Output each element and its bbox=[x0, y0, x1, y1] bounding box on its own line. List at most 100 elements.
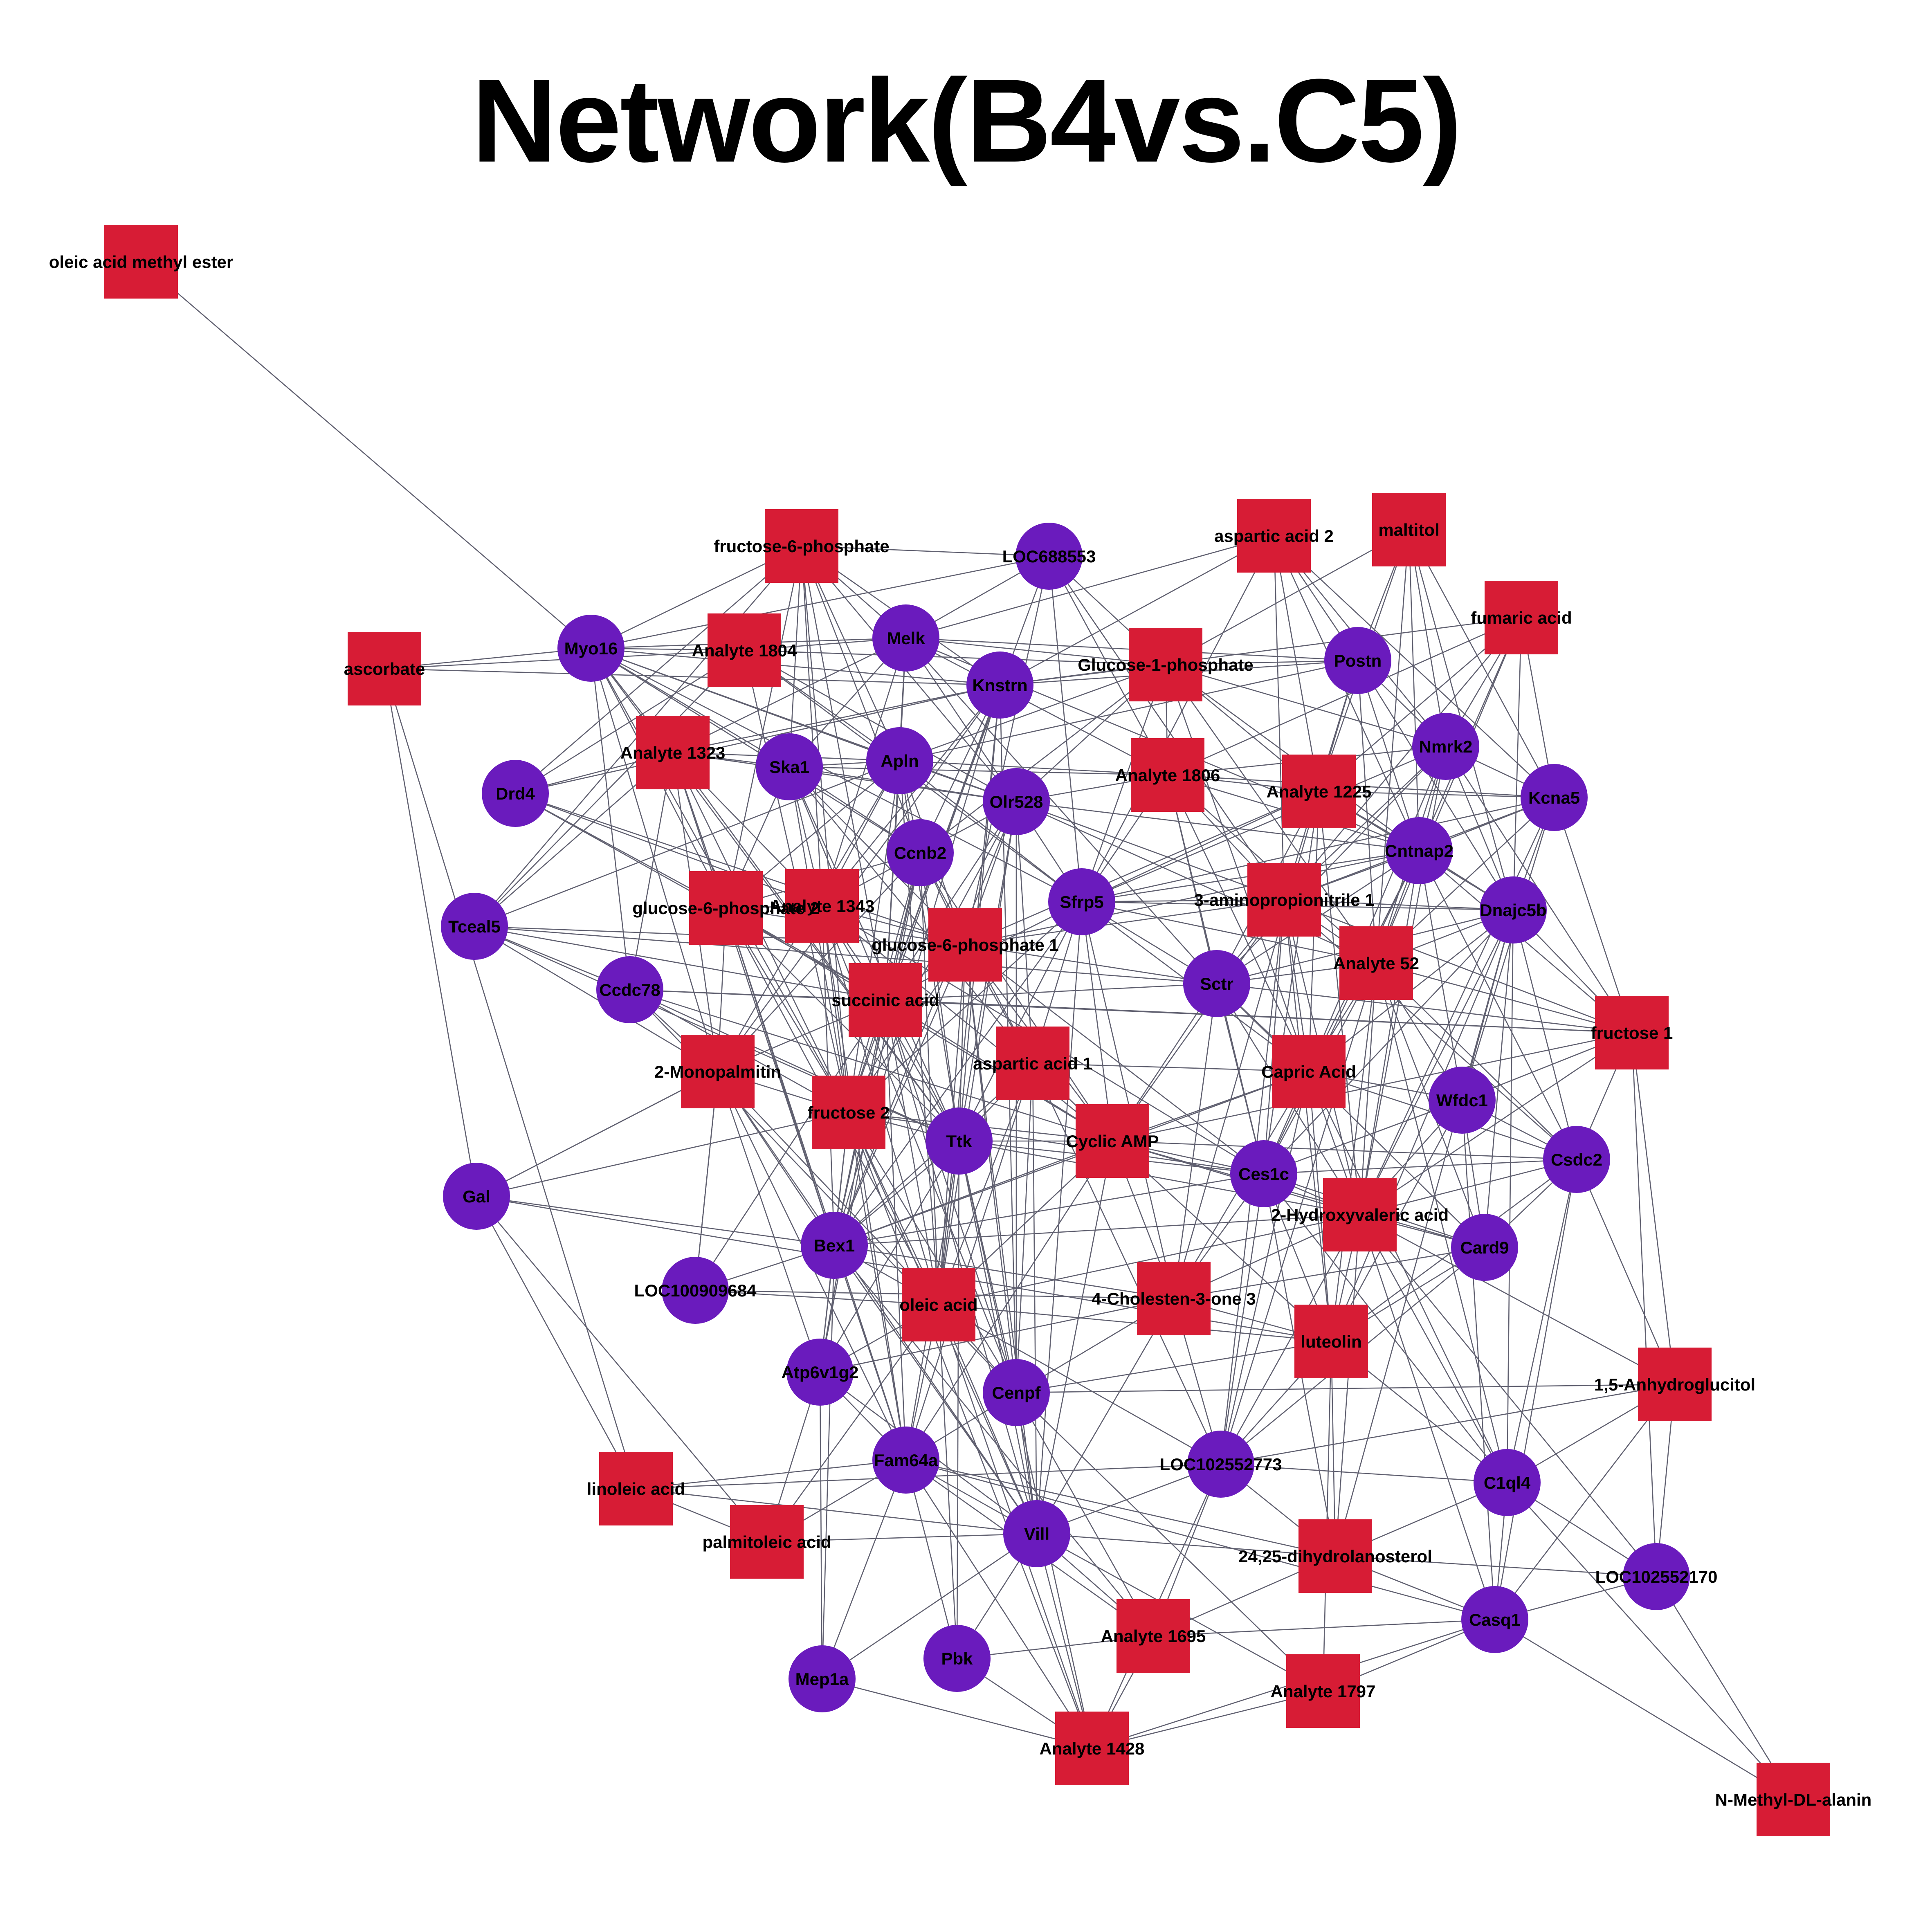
edge-cntnap2--2-hydroxyvaleric-acid bbox=[1359, 850, 1420, 1215]
node-analyte-1323[interactable] bbox=[636, 716, 710, 789]
node-fumaric-acid[interactable] bbox=[1485, 581, 1558, 654]
node-ces1c[interactable] bbox=[1230, 1140, 1297, 1207]
node-label-ascorbate: ascorbate bbox=[344, 659, 425, 678]
node-analyte-1695[interactable] bbox=[1117, 1599, 1190, 1673]
node-linoleic-acid[interactable] bbox=[599, 1452, 673, 1525]
node-wfdc1[interactable] bbox=[1429, 1067, 1496, 1134]
node-aspartic-acid-2[interactable] bbox=[1237, 499, 1311, 573]
node-fam64a[interactable] bbox=[872, 1427, 939, 1494]
node-csdc2[interactable] bbox=[1543, 1126, 1610, 1193]
edge-2-hydroxyvaleric-acid--1-5-anhydroglucitol bbox=[1359, 1214, 1675, 1385]
node-cenpf[interactable] bbox=[983, 1359, 1050, 1426]
node-gal[interactable] bbox=[443, 1163, 510, 1230]
node-ccdc78[interactable] bbox=[596, 956, 663, 1023]
node-loc102552773[interactable] bbox=[1187, 1431, 1254, 1498]
edge-fructose-6-phosphate--glucose-6-phosphate-2 bbox=[725, 546, 802, 908]
node-analyte-1804[interactable] bbox=[708, 613, 781, 687]
node-melk[interactable] bbox=[872, 604, 939, 672]
edge-capric-acid--c1ql4 bbox=[1308, 1071, 1508, 1483]
node-loc100909684[interactable] bbox=[662, 1257, 729, 1324]
node-analyte-52[interactable] bbox=[1339, 926, 1413, 1000]
edge-kcna5--sfrp5 bbox=[1081, 797, 1555, 903]
node-analyte-1428[interactable] bbox=[1055, 1712, 1129, 1785]
node-sctr[interactable] bbox=[1183, 950, 1250, 1017]
node-card9[interactable] bbox=[1451, 1214, 1518, 1281]
node-n-methyl-dl-alanin[interactable] bbox=[1757, 1763, 1830, 1836]
node-nmrk2[interactable] bbox=[1412, 713, 1479, 780]
node-loc102552170[interactable] bbox=[1623, 1543, 1690, 1610]
node-ska1[interactable] bbox=[756, 733, 823, 800]
edge-dnajc5b--24-25-dihydrolanosterol bbox=[1334, 910, 1514, 1557]
node-ccnb2[interactable] bbox=[887, 819, 954, 886]
node-atp6v1g2[interactable] bbox=[786, 1339, 854, 1406]
node-label-cntnap2: Cntnap2 bbox=[1385, 841, 1453, 860]
node-ascorbate[interactable] bbox=[348, 632, 421, 705]
node-maltitol[interactable] bbox=[1372, 493, 1446, 566]
node-analyte-1806[interactable] bbox=[1131, 738, 1204, 812]
node-luteolin[interactable] bbox=[1294, 1305, 1368, 1378]
node-postn[interactable] bbox=[1324, 627, 1391, 694]
node-drd4[interactable] bbox=[482, 760, 549, 827]
node-vill[interactable] bbox=[1003, 1500, 1070, 1567]
edge-glucose-1-phosphate--apln bbox=[899, 664, 1166, 762]
edge-kcna5--2-hydroxyvaleric-acid bbox=[1359, 797, 1555, 1215]
edge-aspartic-acid-2--analyte-1225 bbox=[1273, 535, 1320, 792]
edge-myo16--ccdc78 bbox=[590, 648, 631, 990]
node-fructose-6-phosphate[interactable] bbox=[765, 509, 838, 583]
node-oleic-acid-methyl-ester[interactable] bbox=[104, 225, 178, 299]
node-label-casq1: Casq1 bbox=[1469, 1610, 1521, 1629]
node-mep1a[interactable] bbox=[789, 1645, 856, 1712]
node-2-monopalmitin[interactable] bbox=[681, 1035, 755, 1108]
node-cntnap2[interactable] bbox=[1386, 817, 1453, 884]
node-fructose-2[interactable] bbox=[812, 1076, 885, 1149]
node-loc688553[interactable] bbox=[1015, 523, 1083, 590]
node-24-25-dihydrolanosterol[interactable] bbox=[1298, 1519, 1372, 1593]
node-3-aminopropionitrile-1[interactable] bbox=[1247, 863, 1321, 937]
node-capric-acid[interactable] bbox=[1272, 1035, 1346, 1108]
node-label-ttk: Ttk bbox=[946, 1132, 973, 1151]
node-2-hydroxyvaleric-acid[interactable] bbox=[1323, 1178, 1397, 1251]
edge-oleic-acid--palmitoleic-acid bbox=[766, 1304, 939, 1542]
edge-succinic-acid--oleic-acid bbox=[885, 1000, 939, 1305]
node-olr528[interactable] bbox=[983, 768, 1050, 835]
node-myo16[interactable] bbox=[557, 615, 625, 682]
node-knstrn[interactable] bbox=[966, 651, 1033, 719]
edge-oleic-acid--pbk bbox=[938, 1304, 958, 1659]
edge-ttk--atp6v1g2 bbox=[819, 1141, 960, 1373]
edge-glucose-6-phosphate-1--bex1 bbox=[833, 944, 966, 1246]
node-label-oleic-acid: oleic acid bbox=[899, 1295, 977, 1314]
node-label-fumaric-acid: fumaric acid bbox=[1471, 608, 1572, 627]
node-apln[interactable] bbox=[866, 727, 933, 794]
edge-3-aminopropionitrile-1--dnajc5b bbox=[1284, 899, 1514, 911]
node-ttk[interactable] bbox=[926, 1108, 993, 1175]
node-cyclic-amp[interactable] bbox=[1076, 1104, 1149, 1178]
node-c1ql4[interactable] bbox=[1474, 1449, 1541, 1516]
node-sfrp5[interactable] bbox=[1048, 868, 1115, 935]
node-glucose-6-phosphate-2[interactable] bbox=[689, 871, 763, 945]
node-kcna5[interactable] bbox=[1521, 764, 1588, 831]
edge-analyte-1323--ccdc78 bbox=[629, 752, 674, 990]
node-palmitoleic-acid[interactable] bbox=[730, 1505, 804, 1579]
node-aspartic-acid-1[interactable] bbox=[996, 1027, 1069, 1100]
node-analyte-1343[interactable] bbox=[785, 869, 859, 943]
edge-ces1c--bex1 bbox=[834, 1173, 1264, 1246]
node-analyte-1797[interactable] bbox=[1286, 1654, 1360, 1728]
edge-fructose-1--1-5-anhydroglucitol bbox=[1631, 1032, 1676, 1385]
edge-analyte-52--luteolin bbox=[1330, 963, 1377, 1342]
node-glucose-1-phosphate[interactable] bbox=[1129, 628, 1202, 701]
node-succinic-acid[interactable] bbox=[849, 963, 922, 1037]
node-oleic-acid[interactable] bbox=[902, 1268, 975, 1341]
node-analyte-1225[interactable] bbox=[1282, 755, 1356, 828]
node-fructose-1[interactable] bbox=[1595, 996, 1669, 1069]
node-bex1[interactable] bbox=[801, 1212, 868, 1279]
node-4-cholesten-3-one-3[interactable] bbox=[1137, 1262, 1211, 1335]
edge-oleic-acid--loc102552773 bbox=[938, 1304, 1221, 1465]
node-tceal5[interactable] bbox=[441, 893, 508, 960]
node-dnajc5b[interactable] bbox=[1480, 876, 1547, 944]
node-pbk[interactable] bbox=[923, 1625, 991, 1692]
node-label-n-methyl-dl-alanin: N-Methyl-DL-alanin bbox=[1715, 1790, 1872, 1809]
node-glucose-6-phosphate-1[interactable] bbox=[928, 908, 1002, 982]
node-casq1[interactable] bbox=[1461, 1586, 1528, 1653]
node-1-5-anhydroglucitol[interactable] bbox=[1638, 1348, 1712, 1421]
node-label-atp6v1g2: Atp6v1g2 bbox=[781, 1363, 858, 1382]
